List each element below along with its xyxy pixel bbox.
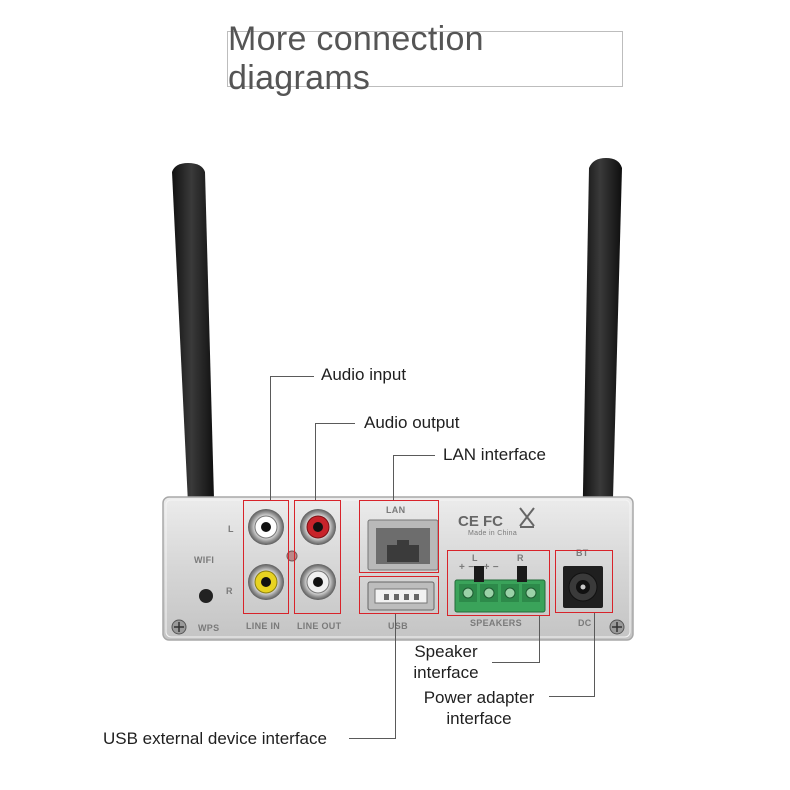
- audio-output-callout: Audio output: [364, 413, 460, 432]
- dc-highlight: [555, 550, 613, 613]
- audio-input-callout: Audio input: [321, 365, 407, 384]
- dc-jack: [563, 566, 603, 608]
- right-antenna: [564, 158, 622, 549]
- rca-line-out-right: [300, 564, 336, 600]
- line-in-label: LINE IN: [246, 621, 281, 631]
- spk-polarity-label: + − + −: [459, 562, 499, 573]
- made-in-label: Made in China: [468, 530, 518, 537]
- audio-output-leader-v: [315, 423, 316, 500]
- usb-port: [367, 581, 435, 611]
- cert-text: CE FC: [458, 513, 503, 530]
- usb-leader-v: [395, 614, 396, 738]
- speaker-interface-callout: Speaker interface: [413, 642, 479, 682]
- wifi-label: WIFI: [194, 555, 215, 565]
- usb-highlight: [359, 576, 439, 614]
- usb-interface-callout: USB external device interface: [103, 729, 327, 748]
- power-leader-h: [549, 696, 595, 697]
- usb-leader-h: [349, 738, 396, 739]
- lan-leader-v: [393, 455, 394, 500]
- audio-input-leader-h: [270, 376, 314, 377]
- rca-line-in-right: [248, 564, 284, 600]
- rca-line-in-left: [248, 509, 284, 545]
- line-out-highlight: [294, 500, 341, 614]
- speaker-highlight: [447, 550, 550, 616]
- title-box: More connection diagrams: [227, 20, 623, 97]
- rca-left-label: L: [228, 524, 234, 534]
- certification-marks: CE FC: [458, 507, 535, 530]
- line-in-highlight: [243, 500, 289, 614]
- wps-label: WPS: [198, 623, 220, 633]
- lan-leader-h: [393, 455, 435, 456]
- speaker-leader-h: [492, 662, 540, 663]
- lan-label: LAN: [386, 505, 406, 515]
- dc-label: DC: [578, 618, 592, 628]
- page-title: More connection diagrams: [228, 20, 484, 97]
- line-out-label: LINE OUT: [297, 621, 342, 631]
- left-antenna: [172, 163, 222, 550]
- rca-line-out-left: [300, 509, 336, 545]
- lan-highlight: [359, 500, 439, 573]
- power-adapter-callout: Power adapter interface: [423, 688, 535, 728]
- speakers-label: SPEAKERS: [470, 618, 522, 628]
- rca-right-label: R: [226, 586, 233, 596]
- power-leader-v: [594, 613, 595, 696]
- spk-r-label: R: [517, 553, 524, 563]
- usb-label: USB: [388, 621, 408, 631]
- audio-output-leader-h: [315, 423, 355, 424]
- speaker-leader-v: [539, 616, 540, 662]
- speaker-terminal: [454, 566, 546, 613]
- spk-l-label: L: [472, 553, 478, 563]
- bt-label: BT: [576, 548, 589, 558]
- audio-input-leader-v: [270, 376, 271, 500]
- lan-interface-callout: LAN interface: [443, 445, 546, 464]
